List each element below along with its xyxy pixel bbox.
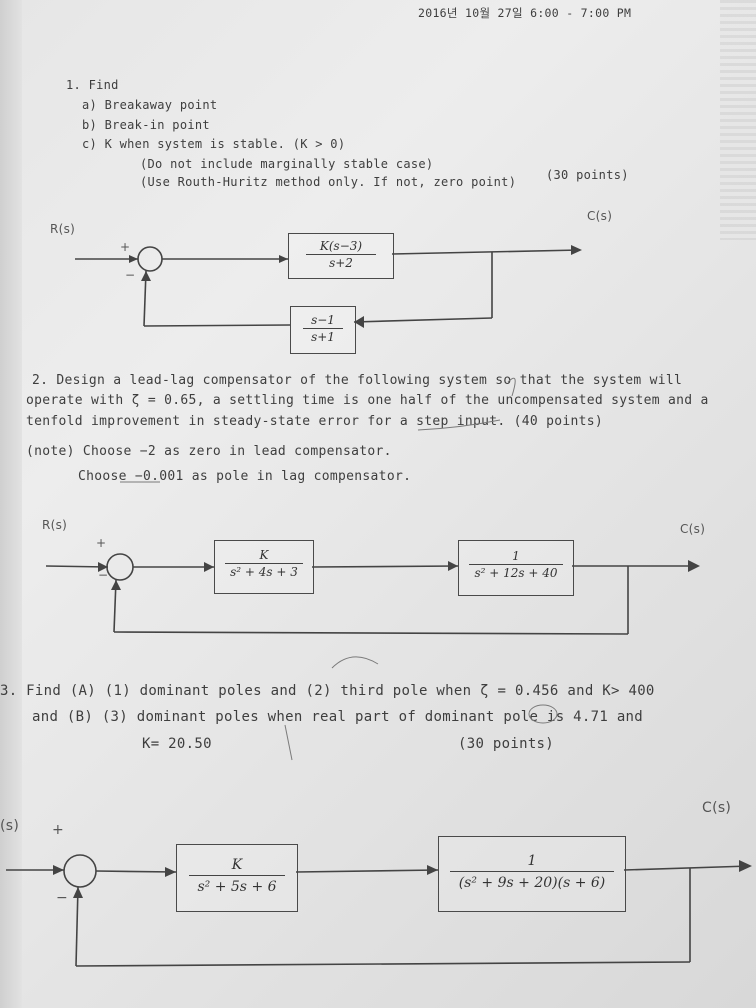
q2-block-2: 1 s² + 12s + 40 [458, 540, 574, 596]
q2-note-2: Choose −0.001 as pole in lag compensator… [78, 469, 412, 484]
q2-feedback-return-line [113, 631, 629, 635]
q2-block-1-denominator: s² + 4s + 3 [230, 565, 298, 579]
q2-output-label: C(s) [680, 522, 706, 536]
q1-plus-sign: + [120, 240, 131, 254]
q3-output-label: C(s) [702, 800, 732, 816]
pencil-underline-step-input [417, 419, 501, 431]
q1-output-label: C(s) [587, 209, 613, 223]
q2-block-2-denominator: s² + 12s + 40 [474, 566, 558, 580]
q3-input-label: (s) [0, 818, 20, 834]
q1-note-1: (Do not include marginally stable case) [140, 157, 434, 171]
pencil-circle-value [528, 704, 558, 724]
q2-output-arrowhead [688, 560, 700, 572]
q1-forward-numerator: K(s−3) [306, 238, 376, 255]
q1-part-c: c) K when system is stable. (K > 0) [82, 137, 346, 151]
q3-block2-arrowhead [427, 865, 438, 875]
q2-input-line [45, 565, 109, 568]
q1-feedback-block: s−1 s+1 [290, 306, 356, 354]
exam-datetime: 2016년 10월 27일 6:00 - 7:00 PM [418, 6, 632, 20]
q3-minus-sign: − [56, 890, 69, 906]
q1-forward-block: K(s−3) s+2 [288, 233, 394, 279]
q3-output-line [623, 865, 751, 871]
q2-block-1-numerator: K [225, 547, 303, 564]
q2-feedback-up-arrowhead [111, 580, 121, 590]
q3-sum-to-block1-line [95, 870, 177, 873]
q3-output-arrowhead [739, 860, 752, 872]
q2-block-2-numerator: 1 [469, 548, 563, 565]
q3-block1-arrowhead [165, 867, 176, 877]
q3-block-2: 1 (s² + 9s + 20)(s + 6) [438, 836, 626, 912]
q2-note-1: (note) Choose −2 as zero in lead compens… [26, 444, 392, 459]
q3-k-value: K= 20.50 [142, 736, 212, 752]
q1-output-arrowhead [571, 245, 582, 255]
q2-input-label: R(s) [42, 518, 68, 532]
q2-block1-arrowhead [204, 562, 214, 572]
q3-input-arrowhead [53, 865, 64, 875]
q3-block-2-numerator: 1 [450, 851, 614, 872]
q2-summing-junction [106, 553, 134, 581]
q1-summing-junction [137, 246, 163, 272]
q1-heading: 1. Find [66, 78, 119, 92]
q1-input-label: R(s) [50, 222, 76, 236]
page-left-shadow [0, 0, 22, 1008]
q1-feedback-to-block-line [353, 317, 493, 323]
q3-points: (30 points) [458, 736, 555, 752]
q1-forward-denominator: s+2 [329, 256, 353, 270]
q1-feedback-arrowhead [354, 316, 364, 328]
q1-output-line [391, 249, 581, 255]
q3-summing-junction [63, 854, 97, 888]
q1-feedback-return-line [143, 324, 291, 327]
q3-line-1: 3. Find (A) (1) dominant poles and (2) t… [0, 683, 655, 699]
q3-block1-to-block2-line [295, 869, 439, 873]
q2-input-arrowhead [98, 562, 108, 572]
q1-input-arrowhead [129, 255, 138, 263]
q2-line-1: 2. Design a lead-lag compensator of the … [32, 373, 683, 388]
q1-note-2: (Use Routh-Huritz method only. If not, z… [140, 175, 517, 189]
q1-part-a: a) Breakaway point [82, 98, 218, 112]
page-torn-edge [720, 0, 756, 240]
q1-feedback-numerator: s−1 [303, 312, 343, 329]
q2-minus-sign: − [98, 568, 109, 582]
q3-block-2-denominator: (s² + 9s + 20)(s + 6) [458, 875, 606, 891]
q3-plus-sign: + [52, 822, 65, 838]
q3-block-1: K s² + 5s + 6 [176, 844, 298, 912]
pencil-scribble-third-pole [331, 656, 379, 669]
q1-part-b: b) Break-in point [82, 118, 210, 132]
q3-feedback-return-line [75, 961, 691, 967]
q1-feedback-denominator: s+1 [311, 330, 335, 344]
q2-plus-sign: + [96, 536, 107, 550]
q2-block2-arrowhead [448, 561, 458, 571]
q1-block-arrowhead [279, 255, 288, 263]
q1-feedback-up-arrowhead [141, 271, 151, 281]
q3-feedback-up-line [75, 886, 79, 967]
q2-block1-to-block2-line [311, 565, 459, 568]
pencil-bracket-mark [507, 377, 516, 397]
q2-line-3: tenfold improvement in steady-state erro… [26, 414, 603, 429]
q2-line-2: operate with ζ = 0.65, a settling time i… [26, 393, 709, 408]
q3-feedback-up-arrowhead [73, 887, 83, 898]
q3-line-2: and (B) (3) dominant poles when real par… [32, 709, 644, 725]
q2-block-1: K s² + 4s + 3 [214, 540, 314, 594]
q3-block-1-denominator: s² + 5s + 6 [197, 879, 277, 895]
q1-minus-sign: − [125, 268, 136, 282]
q3-block-1-numerator: K [189, 855, 285, 876]
pencil-stroke [284, 724, 293, 761]
q1-points: (30 points) [546, 168, 629, 182]
